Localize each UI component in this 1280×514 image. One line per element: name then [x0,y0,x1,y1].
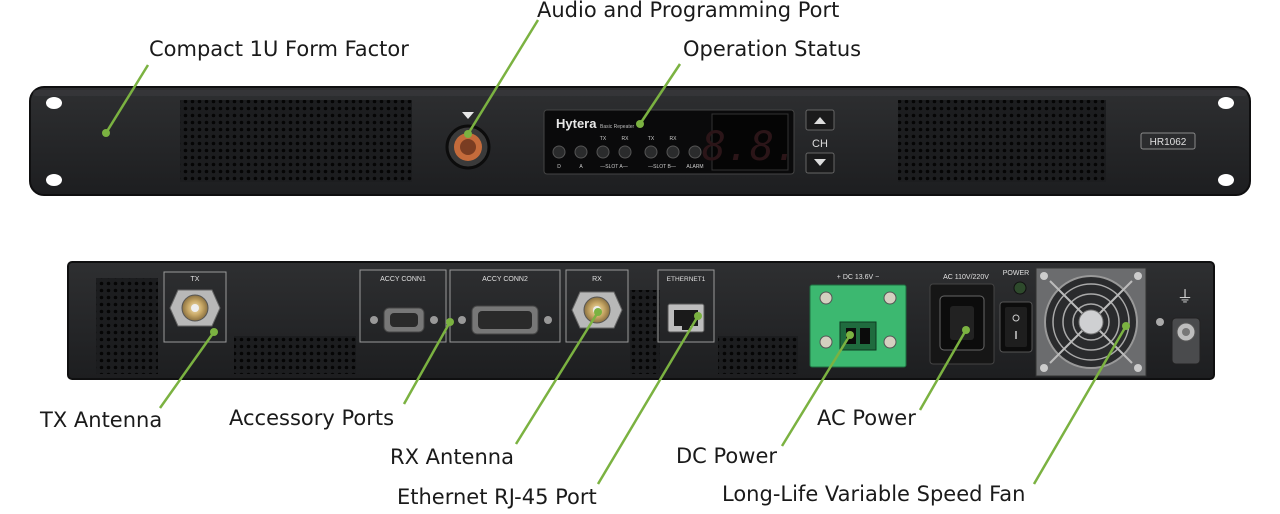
dc-power-terminal[interactable] [809,284,907,368]
led-label: TX [600,136,607,142]
chevron-down-icon [814,159,826,166]
ethernet-rj45-port[interactable]: ETHERNET1 [657,269,715,343]
led-label: —SLOT A— [600,164,627,170]
ethernet-label: ETHERNET1 [667,276,706,283]
led-label: —SLOT B— [648,164,676,170]
channel-display [711,113,789,171]
leader-line [780,334,852,447]
chevron-up-icon [814,117,826,124]
callout-ac-power: AC Power [817,406,916,430]
leader-line [466,19,540,135]
callout-operation-status: Operation Status [683,37,862,61]
ac-power-inlet[interactable] [929,283,995,365]
led-indicator [596,145,610,159]
leader-dots [102,120,1130,339]
rx-antenna-connector[interactable]: RX [565,269,629,343]
led-label: TX [648,136,655,142]
led-indicator [666,145,680,159]
leader-line [104,64,150,134]
led-indicator [644,145,658,159]
rear-vent [96,278,158,374]
ground-terminal[interactable] [1171,317,1201,365]
leader-line [1032,325,1128,485]
rear-panel: TX ACCY CONN1 ACCY CONN2 RX [67,261,1215,380]
leader-line [514,311,600,445]
led-indicator [574,145,588,159]
leader-line [158,331,216,409]
callout-ethernet-port: Ethernet RJ-45 Port [397,485,597,509]
leader-line [638,63,682,125]
ground-icon: ⏚ [1177,287,1193,306]
rear-vent [234,336,356,374]
brand-sub-label: Basic Repeater [600,124,635,130]
ac-label: AC 110V/220V [943,274,989,281]
rack-hole [46,97,62,109]
led-label: ALARM [686,164,703,170]
accessory-connector-1[interactable]: ACCY CONN1 [359,269,447,343]
rear-vent [630,290,660,374]
model-badge [1140,132,1196,150]
channel-down-button[interactable] [805,152,835,174]
callout-compact-form-factor: Compact 1U Form Factor [149,37,409,61]
rack-hole [1218,97,1234,109]
channel-up-button[interactable] [805,109,835,131]
rack-hole [1218,174,1234,186]
alarm-led [688,145,702,159]
audio-programming-port[interactable] [445,112,491,170]
leader-line [918,329,968,411]
accy-conn2-label: ACCY CONN2 [482,276,528,283]
led-label: RX [670,136,678,142]
led-indicator [552,145,566,159]
channel-label: CH [812,138,828,150]
led-label: RX [622,136,630,142]
callout-accessory-ports: Accessory Ports [229,406,395,430]
operation-status-panel: Hytera Basic Repeater TX RX TX RX D A —S… [543,109,798,175]
accy-conn1-label: ACCY CONN1 [380,276,426,283]
front-vent-right [898,100,1106,182]
rack-hole [46,174,62,186]
front-vent-left [180,100,412,182]
power-switch[interactable] [999,301,1033,353]
callout-dc-power: DC Power [676,444,778,468]
led-indicator [618,145,632,159]
rx-port-label: RX [592,276,602,283]
callout-rx-antenna: RX Antenna [390,445,514,469]
power-label: POWER [1003,270,1029,277]
front-panel: Hytera Basic Repeater TX RX TX RX D A —S… [29,86,1251,196]
tx-antenna-connector[interactable]: TX [163,271,227,343]
brand-label: Hytera [556,116,597,131]
led-label: A [579,164,583,170]
channel-display-digits: 8.8. [702,124,798,170]
model-label: HR1062 [1150,137,1187,148]
cooling-fan [1035,267,1147,377]
accessory-connector-2[interactable]: ACCY CONN2 [449,269,561,343]
tx-port-label: TX [191,276,200,283]
callout-variable-speed-fan: Long-Life Variable Speed Fan [722,482,1026,506]
leader-lines [104,19,1128,485]
led-label: D [557,164,561,170]
power-led [1013,281,1027,295]
leader-line [596,315,700,485]
leader-line [402,321,452,405]
callout-tx-antenna: TX Antenna [40,408,163,432]
rear-vent [718,336,798,374]
dc-label: + DC 13.6V − [837,274,879,281]
callout-audio-programming-port: Audio and Programming Port [537,0,840,22]
